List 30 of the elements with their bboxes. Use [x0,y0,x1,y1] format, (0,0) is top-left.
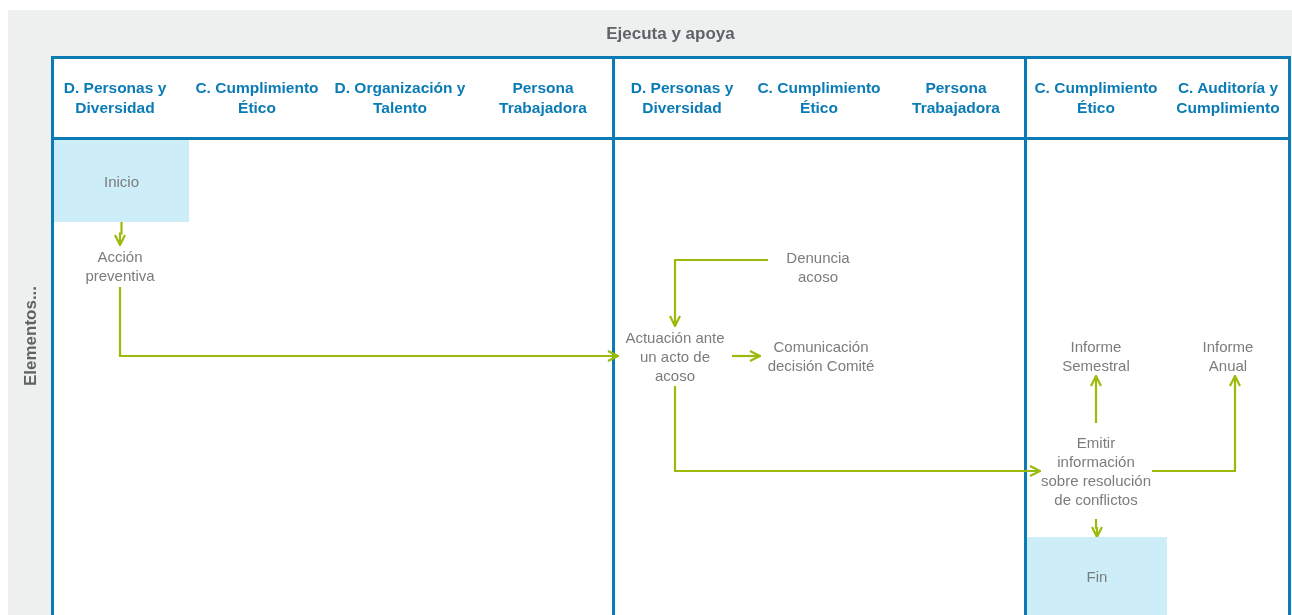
arrow [732,349,762,363]
lane-heading: D. Personas y Diversidad [62,78,168,118]
lane-heading: D. Personas y Diversidad [629,78,735,118]
lane-heading: D. Organización y Talento [333,78,467,118]
step-text: Actuación ante un acto de acoso [624,327,726,385]
step-text: Informe Anual [1201,337,1255,375]
lane-heading: C. Cumplimiento Ético [194,78,320,118]
arrow [118,287,620,363]
arrow [668,258,768,328]
lane-heading: Persona Trabajadora [498,78,588,118]
row-heading: Elementos... [21,285,41,387]
arrow [1090,519,1104,539]
group-heading: Ejecuta y apoya [605,24,736,44]
lane-heading: Persona Trabajadora [911,78,1001,118]
step-text: Emitir información sobre resolución de conflictos [1040,433,1152,509]
lane-heading: C. Cumplimiento Ético [756,78,882,118]
step-text: Fin [1086,566,1108,586]
step-text: Comunicación decisión Comité [766,337,876,375]
step-text: Informe Semestral [1061,337,1131,375]
step-text: Acción preventiva [84,247,156,285]
arrow [1089,374,1103,423]
lane-heading: C. Auditoría y Cumplimiento [1175,78,1281,118]
step-text: Inicio [104,171,139,191]
terminal-box [1027,537,1167,615]
terminal-box [54,140,189,222]
arrow [113,222,127,247]
lane-heading: C. Cumplimiento Ético [1033,78,1159,118]
arrow [673,386,1042,478]
step-text: Denuncia acoso [785,248,851,286]
arrow [1152,374,1242,473]
